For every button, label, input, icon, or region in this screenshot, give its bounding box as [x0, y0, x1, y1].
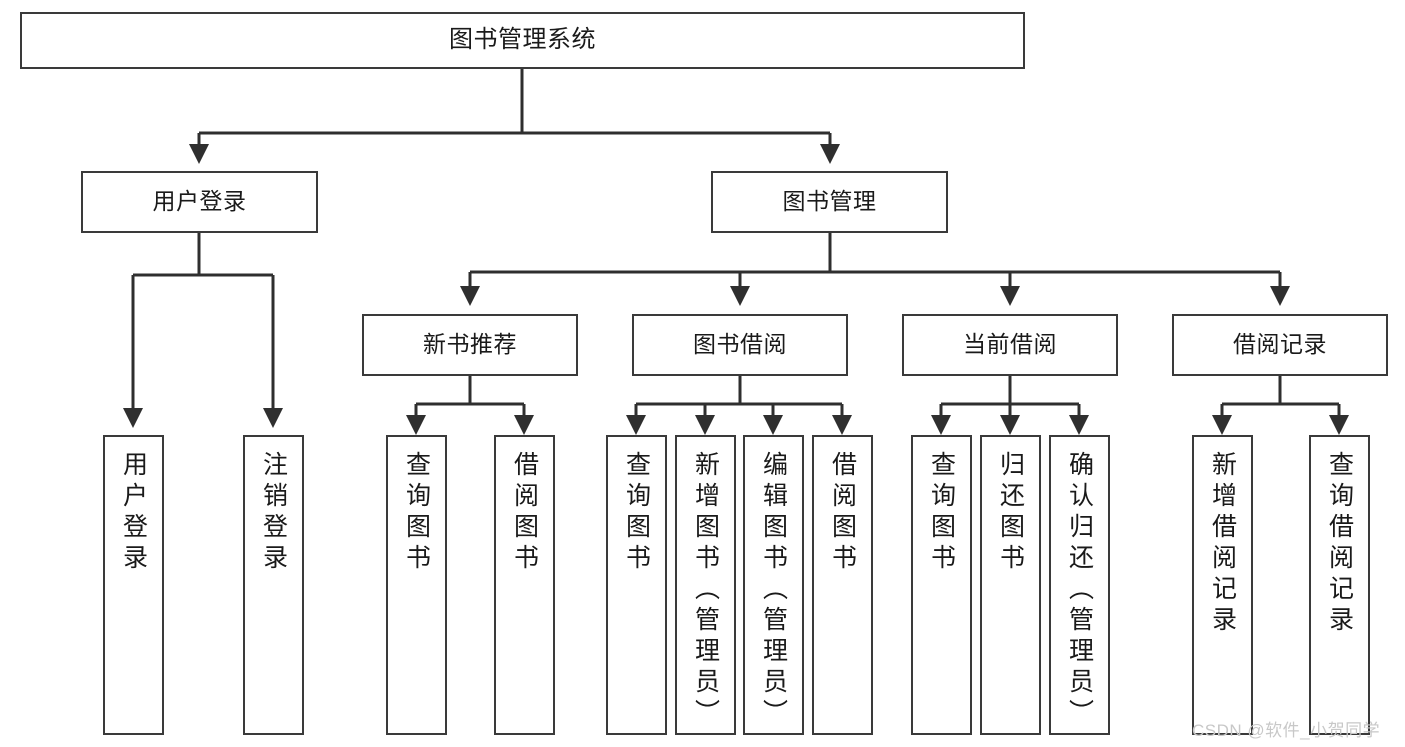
- leaf-query-book-current[interactable]: 查询图书: [911, 435, 972, 735]
- leaf-borrow-book[interactable]: 借阅图书: [812, 435, 873, 735]
- node-label: 借阅记录: [1233, 331, 1327, 358]
- leaf-query-borrow-record[interactable]: 查询借阅记录: [1309, 435, 1370, 735]
- node-borrow-records[interactable]: 借阅记录: [1172, 314, 1388, 376]
- leaf-query-book-borrow[interactable]: 查询图书: [606, 435, 667, 735]
- leaf-return-book[interactable]: 归还图书: [980, 435, 1041, 735]
- node-label: 借阅图书: [510, 451, 539, 575]
- leaf-logout[interactable]: 注销登录: [243, 435, 304, 735]
- node-label: 图书借阅: [693, 331, 787, 358]
- leaf-edit-book-admin[interactable]: 编辑图书（管理员）: [743, 435, 804, 735]
- node-label: 注销登录: [259, 451, 288, 575]
- node-label: 借阅图书: [828, 451, 857, 575]
- leaf-add-borrow-record[interactable]: 新增借阅记录: [1192, 435, 1253, 735]
- node-label: 查询图书: [622, 451, 651, 575]
- node-new-book-recommend[interactable]: 新书推荐: [362, 314, 578, 376]
- node-user-login[interactable]: 用户登录: [81, 171, 318, 233]
- leaf-add-book-admin[interactable]: 新增图书（管理员）: [675, 435, 736, 735]
- node-label: 查询图书: [927, 451, 956, 575]
- node-label: 图书管理: [782, 188, 877, 215]
- node-label: 新增图书（管理员）: [691, 451, 720, 730]
- leaf-query-book-recommend[interactable]: 查询图书: [386, 435, 447, 735]
- node-label: 当前借阅: [963, 331, 1057, 358]
- node-label: 查询图书: [402, 451, 431, 575]
- node-label: 查询借阅记录: [1325, 451, 1354, 637]
- node-book-borrow[interactable]: 图书借阅: [632, 314, 848, 376]
- node-label: 新增借阅记录: [1208, 451, 1237, 637]
- node-label: 新书推荐: [423, 331, 517, 358]
- leaf-confirm-return-admin[interactable]: 确认归还（管理员）: [1049, 435, 1110, 735]
- leaf-borrow-book-recommend[interactable]: 借阅图书: [494, 435, 555, 735]
- node-label: 编辑图书（管理员）: [759, 451, 788, 730]
- node-label: 确认归还（管理员）: [1065, 451, 1094, 730]
- node-current-borrow[interactable]: 当前借阅: [902, 314, 1118, 376]
- node-root-system[interactable]: 图书管理系统: [20, 12, 1025, 69]
- node-book-management[interactable]: 图书管理: [711, 171, 948, 233]
- csdn-watermark: CSDN @软件_小贺同学: [1192, 721, 1381, 740]
- leaf-user-login[interactable]: 用户登录: [103, 435, 164, 735]
- node-label: 用户登录: [119, 451, 148, 575]
- node-label: 归还图书: [996, 451, 1025, 575]
- node-label: 图书管理系统: [449, 26, 596, 54]
- node-label: 用户登录: [152, 188, 247, 215]
